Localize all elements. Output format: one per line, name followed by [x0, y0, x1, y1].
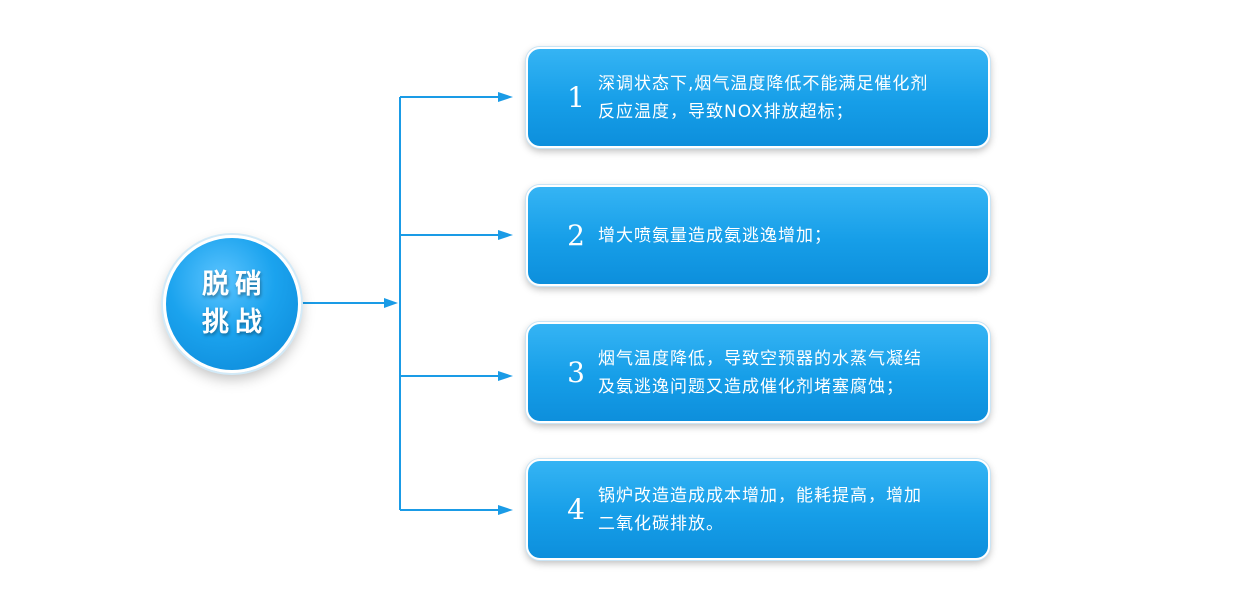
card-text: 深调状态下,烟气温度降低不能满足催化剂 反应温度，导致NOX排放超标；	[598, 73, 929, 122]
hub-circle: 脱硝 挑战	[163, 235, 301, 373]
challenge-card-1: 1 深调状态下,烟气温度降低不能满足催化剂 反应温度，导致NOX排放超标；	[526, 47, 990, 148]
challenge-card-3: 3 烟气温度降低，导致空预器的水蒸气凝结 及氨逃逸问题又造成催化剂堵塞腐蚀；	[526, 322, 990, 423]
card-text: 增大喷氨量造成氨逃逸增加；	[598, 225, 832, 246]
card-number: 3	[567, 355, 585, 389]
branch-arrowhead-3	[498, 371, 513, 381]
hub-title-line-1: 脱硝	[202, 269, 268, 300]
challenge-card-4: 4 锅炉改造造成成本增加，能耗提高，增加 二氧化碳排放。	[526, 459, 990, 560]
branch-arrowhead-4	[498, 505, 513, 515]
card-number: 4	[567, 492, 585, 526]
challenge-card-2: 2 增大喷氨量造成氨逃逸增加；	[526, 185, 990, 286]
branch-arrowhead-2	[498, 230, 513, 240]
hub-arrowhead	[384, 298, 398, 308]
hub-title-line-2: 挑战	[202, 307, 268, 338]
card-number: 1	[567, 80, 585, 114]
card-text: 锅炉改造造成成本增加，能耗提高，增加 二氧化碳排放。	[598, 485, 922, 534]
card-number: 2	[567, 218, 585, 252]
card-text: 烟气温度降低，导致空预器的水蒸气凝结 及氨逃逸问题又造成催化剂堵塞腐蚀；	[598, 348, 922, 397]
branch-arrowhead-1	[498, 92, 513, 102]
